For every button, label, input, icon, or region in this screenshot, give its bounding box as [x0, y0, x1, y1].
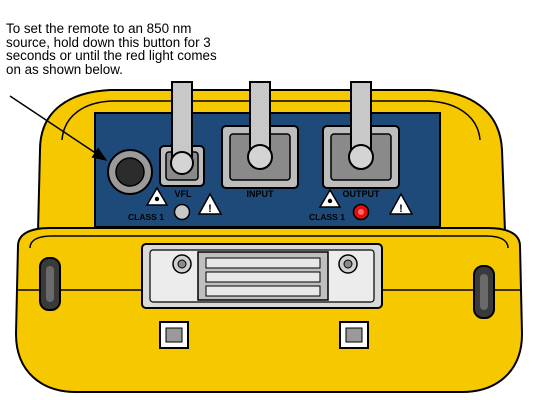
latch-slot-left: [159, 321, 189, 349]
warning-triangle-icon: [388, 192, 414, 215]
callout-text: To set the remote to an 850 nm source, h…: [6, 22, 291, 76]
output-port[interactable]: [322, 81, 400, 189]
callout-line: To set the remote to an 850 nm: [6, 21, 192, 36]
serial-connector: [141, 243, 383, 309]
output-indicator-light: [352, 203, 370, 221]
vfl-indicator-light: [173, 203, 191, 221]
strap-clip-left: [39, 257, 61, 311]
laser-radiation-icon: [318, 188, 342, 208]
warning-triangle-icon: [197, 192, 223, 215]
warning-symbol: !: [208, 203, 212, 215]
screw-icon: [338, 254, 358, 274]
callout-line: seconds or until the red light comes: [6, 48, 217, 64]
vfl-label: VFL: [175, 189, 193, 199]
input-port[interactable]: [221, 81, 299, 189]
class-label-right: CLASS 1: [309, 212, 345, 222]
output-label: OUTPUT: [343, 189, 381, 199]
class-label-left: CLASS 1: [128, 212, 164, 222]
callout-line: on as shown below.: [6, 61, 123, 77]
vfl-port[interactable]: [159, 81, 205, 187]
wavelength-button[interactable]: [107, 149, 153, 195]
latch-slot-right: [339, 321, 369, 349]
callout-line: source, hold down this button for 3: [6, 34, 211, 50]
screw-icon: [172, 254, 192, 274]
warning-symbol: !: [399, 203, 403, 215]
callout-arrow: [9, 95, 108, 161]
input-label: INPUT: [247, 189, 275, 199]
strap-clip-right: [473, 265, 495, 319]
laser-radiation-icon: [145, 186, 169, 206]
